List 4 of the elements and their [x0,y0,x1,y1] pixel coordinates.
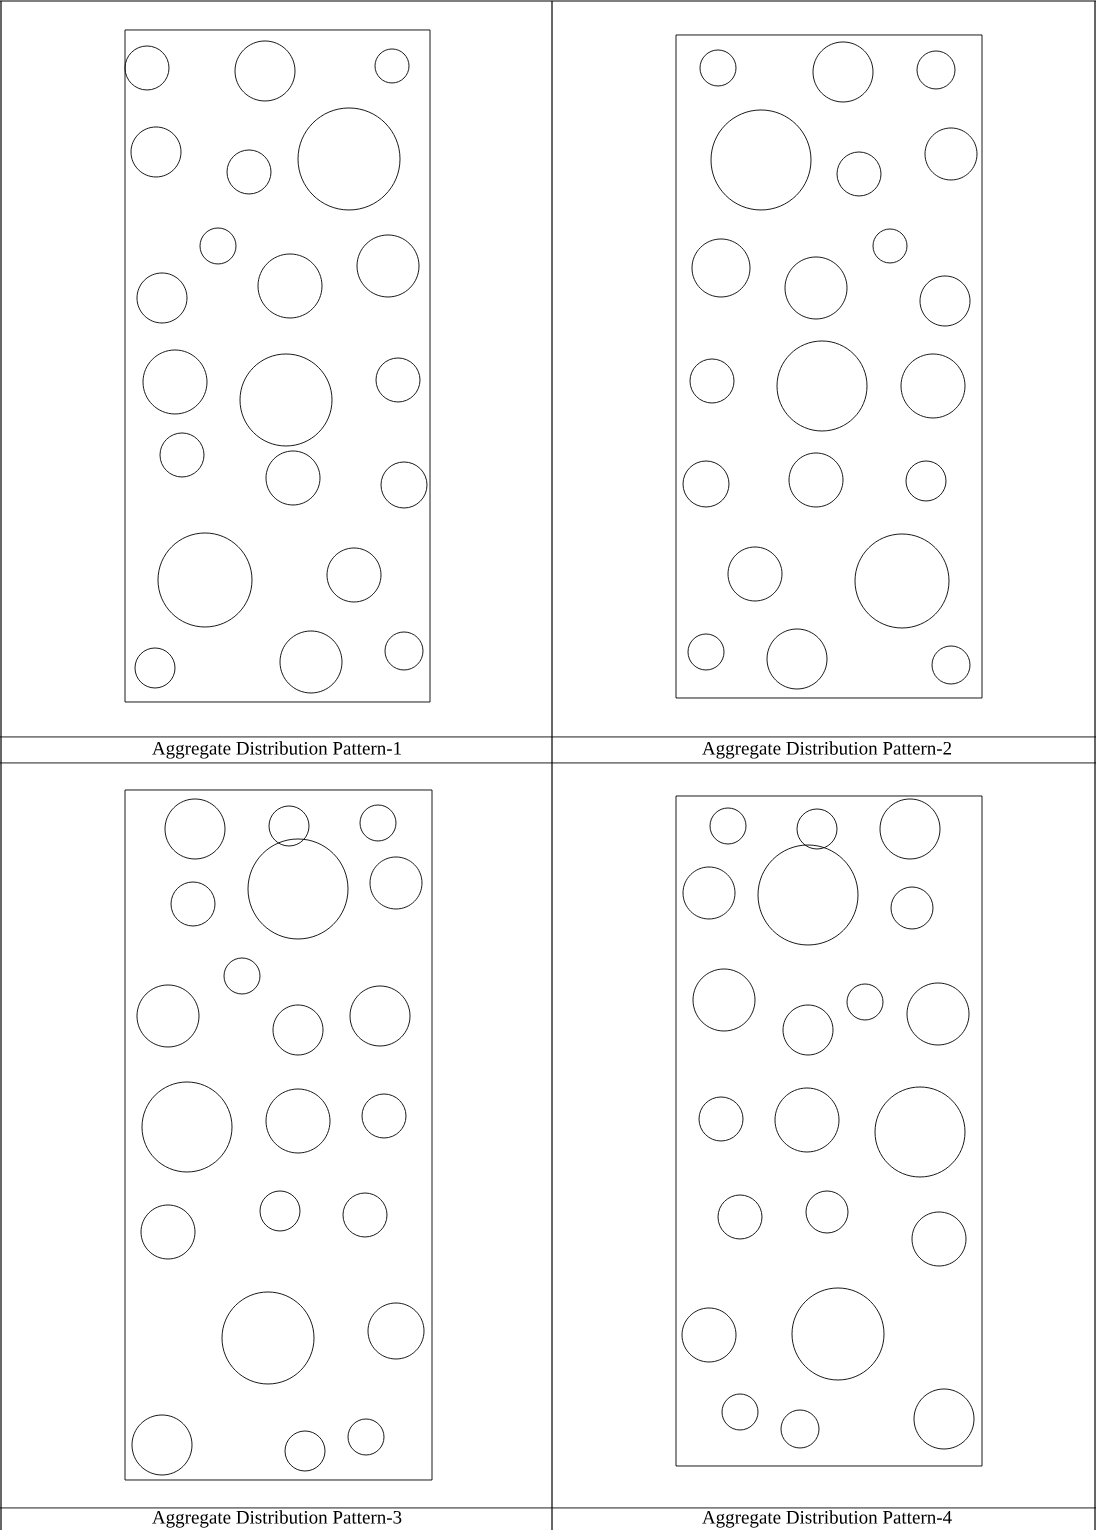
caption-text: Aggregate Distribution Pattern-2 [702,741,952,759]
caption-text: Aggregate Distribution Pattern-3 [152,1510,402,1528]
caption-text: Aggregate Distribution Pattern-4 [702,1510,952,1528]
caption-text: Aggregate Distribution Pattern-1 [152,741,401,759]
